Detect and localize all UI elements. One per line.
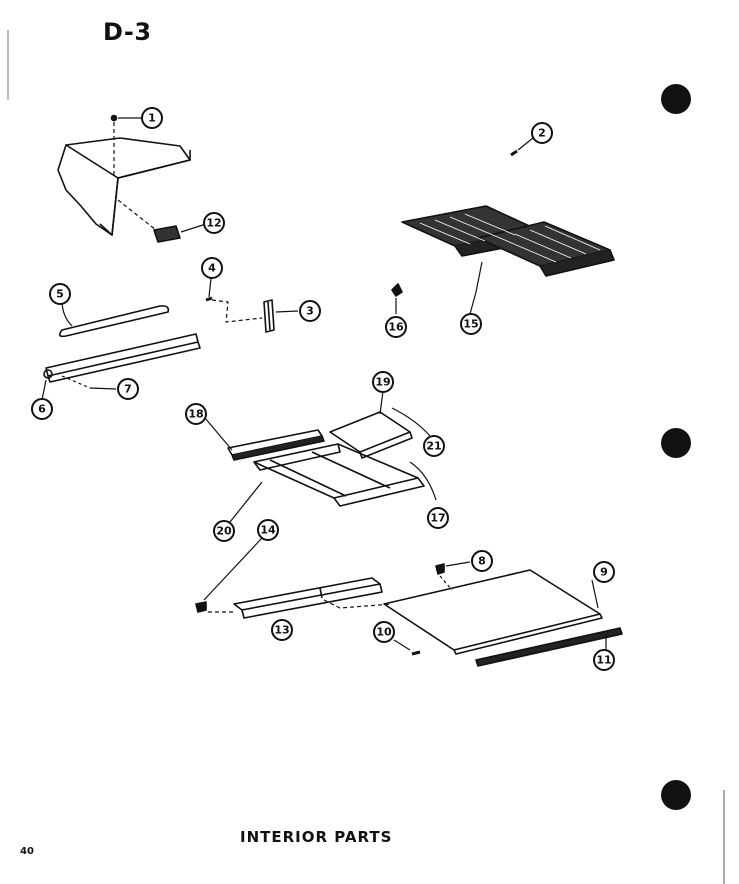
callout-8: 8 — [478, 555, 486, 568]
callout-3: 3 — [306, 305, 314, 318]
callout-4: 4 — [208, 262, 216, 275]
part-18-rail — [227, 429, 325, 461]
callout-10: 10 — [376, 626, 392, 639]
page-number: 40 — [20, 846, 34, 857]
binder-hole-bottom — [661, 780, 691, 810]
callout-14: 14 — [260, 524, 276, 537]
callout-19: 19 — [375, 376, 390, 389]
callout-6: 6 — [38, 403, 46, 416]
binder-hole-top — [661, 84, 691, 114]
callout-17: 17 — [430, 512, 445, 525]
callout-20: 20 — [216, 525, 232, 538]
callout-18: 18 — [188, 408, 203, 421]
crisper-frame-assembly — [253, 411, 425, 507]
part-6-rail — [43, 333, 201, 383]
binder-hole-middle — [661, 428, 691, 458]
part-11-trim — [475, 627, 623, 667]
callout-13: 13 — [274, 624, 289, 637]
callout-5: 5 — [56, 288, 64, 301]
callout-15: 15 — [463, 318, 478, 331]
part-5-trim-strip — [58, 305, 170, 338]
callout-16: 16 — [388, 321, 404, 334]
section-code: D-3 — [103, 18, 152, 46]
callout-2: 2 — [538, 127, 546, 140]
callout-11: 11 — [596, 654, 611, 667]
part-3-bracket — [263, 299, 275, 333]
callout-7: 7 — [124, 383, 132, 396]
callout-21: 21 — [426, 440, 441, 453]
part-9-glass-shelf — [383, 569, 603, 655]
cabinet-corner-part — [57, 137, 191, 236]
part-13-channel — [233, 577, 383, 619]
callout-1: 1 — [148, 112, 156, 125]
part-15-wire-shelves — [401, 205, 615, 277]
part-12-grille — [153, 225, 181, 243]
callout-12: 12 — [206, 217, 221, 230]
callout-9: 9 — [600, 566, 608, 579]
footer-title: INTERIOR PARTS — [240, 828, 393, 846]
